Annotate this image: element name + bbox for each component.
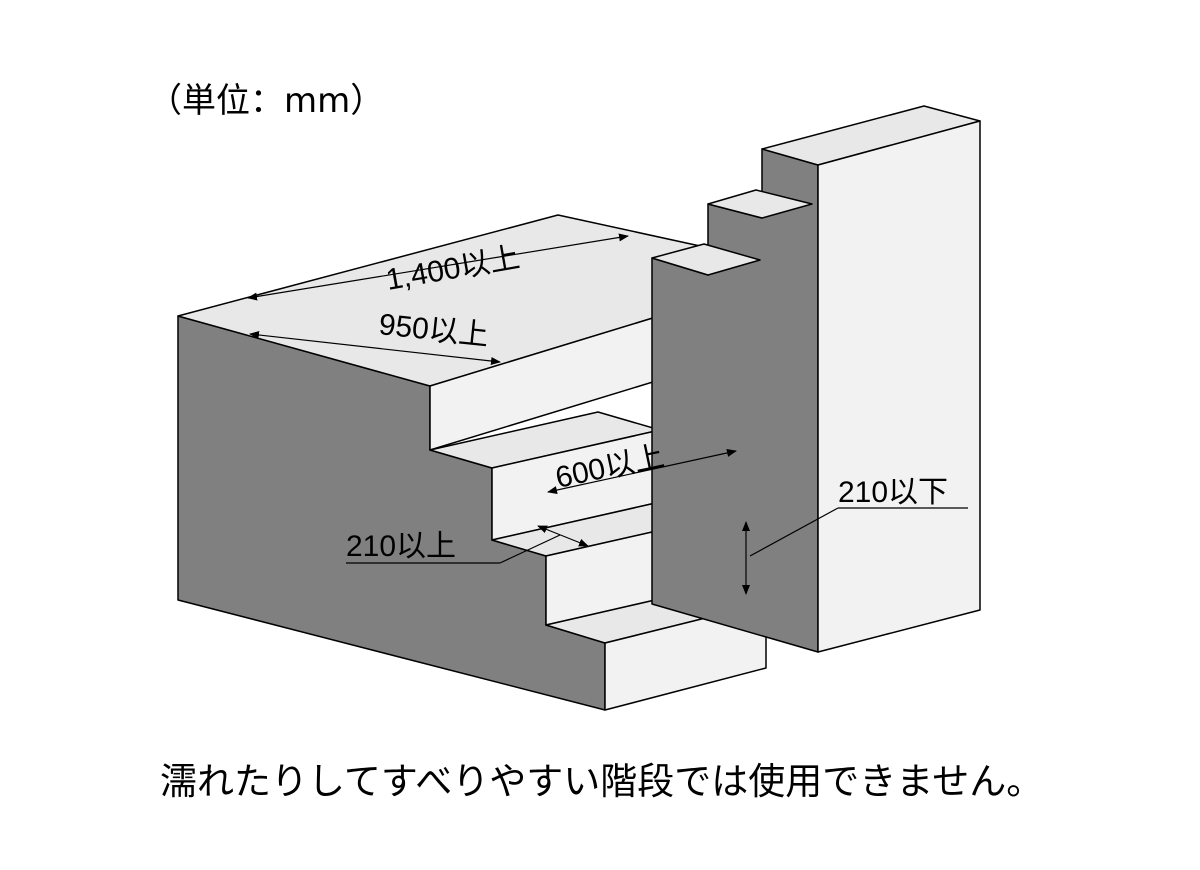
side-stair-top-1	[651, 243, 761, 276]
side-stair-dark-face	[651, 148, 819, 653]
dim-line-950	[249, 331, 501, 365]
dimension-lines	[247, 233, 968, 595]
dim-line-tread	[537, 525, 589, 547]
dim-line-600	[547, 449, 737, 494]
unit-label: （単位：mm）	[148, 81, 384, 121]
dim-line-1400	[247, 233, 629, 301]
side-staircase-block	[651, 105, 981, 653]
side-stair-front-face	[817, 120, 981, 653]
side-stair-top-2	[707, 189, 813, 219]
leader-line-tread-slope	[499, 534, 561, 564]
label-tread-depth: 210以上	[346, 530, 456, 563]
caption: 濡れたりしてすべりやすい階段では使用できません。	[160, 760, 1043, 803]
label-riser-height: 210以下	[838, 476, 948, 509]
leader-line-riser-slope	[749, 507, 839, 557]
